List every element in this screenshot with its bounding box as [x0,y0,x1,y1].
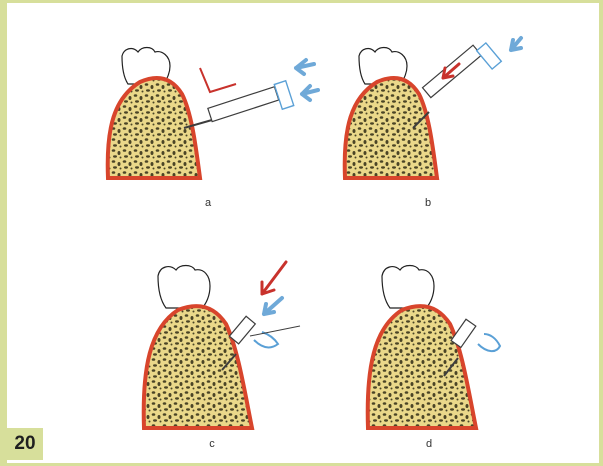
tooth-crown [158,266,210,309]
bone-ridge [345,78,437,178]
panel-label-d: d [414,438,444,450]
bone-ridge [368,306,476,428]
panel-label-a: a [193,197,223,209]
blue-arrow-icon [302,86,318,100]
panel-d-illustration [360,258,560,438]
panel-c-illustration [140,258,340,438]
blue-arrow-icon [511,38,521,50]
angle-indicator-icon [200,68,236,92]
blue-arrow-icon [296,60,314,74]
figure-number-badge: 20 [7,428,43,460]
panel-label-b: b [413,197,443,209]
syringe-instrument [184,81,294,128]
panel-b-illustration [335,38,575,188]
red-arrow-icon [262,262,286,294]
panel-a-illustration [100,38,340,188]
blue-arrow-icon [264,298,282,314]
tooth-crown [382,266,434,309]
syringe-instrument [413,43,501,128]
bone-ridge [144,306,252,428]
panel-label-c: c [197,438,227,450]
